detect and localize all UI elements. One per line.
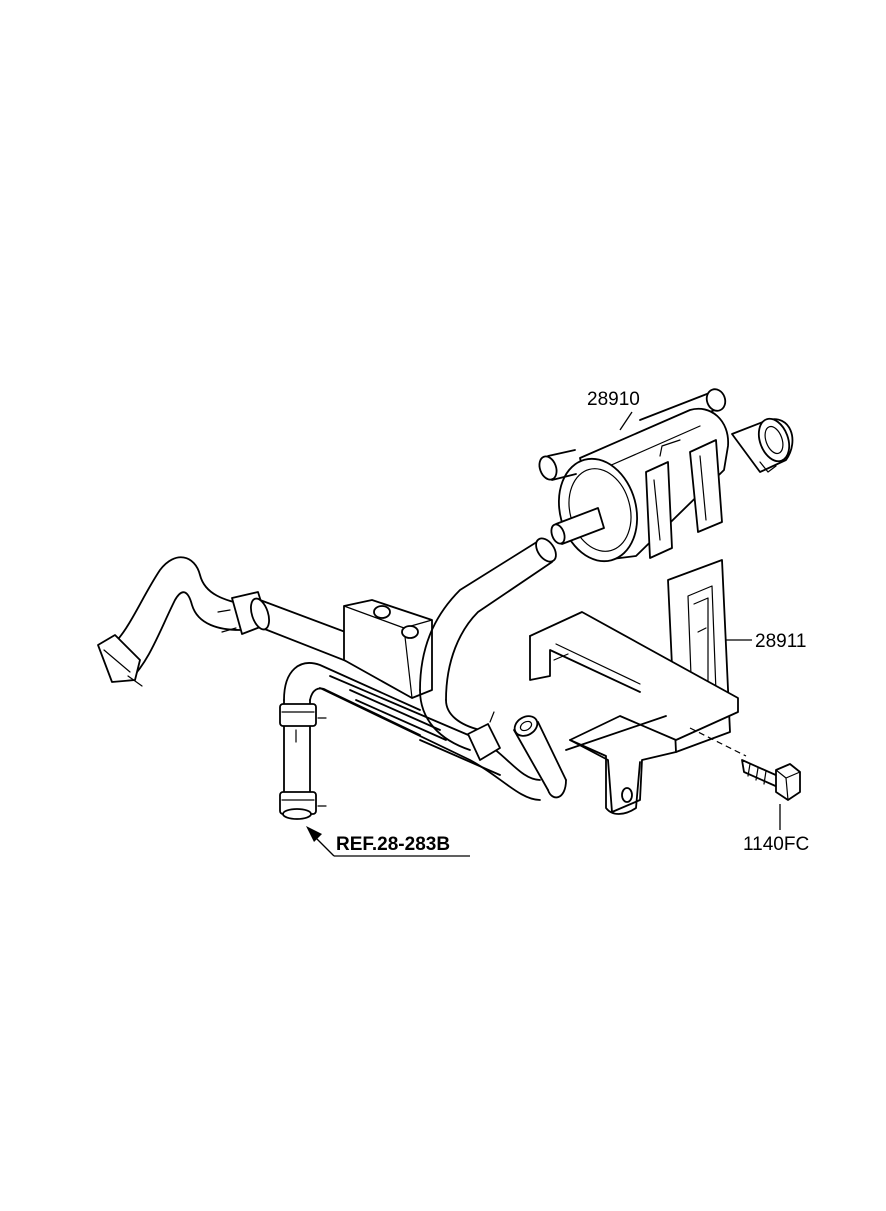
valve-inlet-hose [419,537,557,761]
valve-bracket [529,559,739,815]
label-28911: 28911 [755,631,806,652]
leader-28910 [619,411,633,431]
label-28910: 28910 [587,389,640,410]
hose-stub [513,715,567,799]
label-reference: REF.28-283B [336,834,450,855]
reference-arrow-head [306,826,322,842]
canister-purge-valve [538,388,794,563]
label-1140fc: 1140FC [743,834,809,855]
bolt [689,727,801,801]
pipe-mount-block [343,599,433,699]
reference-arrow-line [313,835,335,857]
steel-pipes [319,675,541,801]
lower-hose [279,662,421,820]
